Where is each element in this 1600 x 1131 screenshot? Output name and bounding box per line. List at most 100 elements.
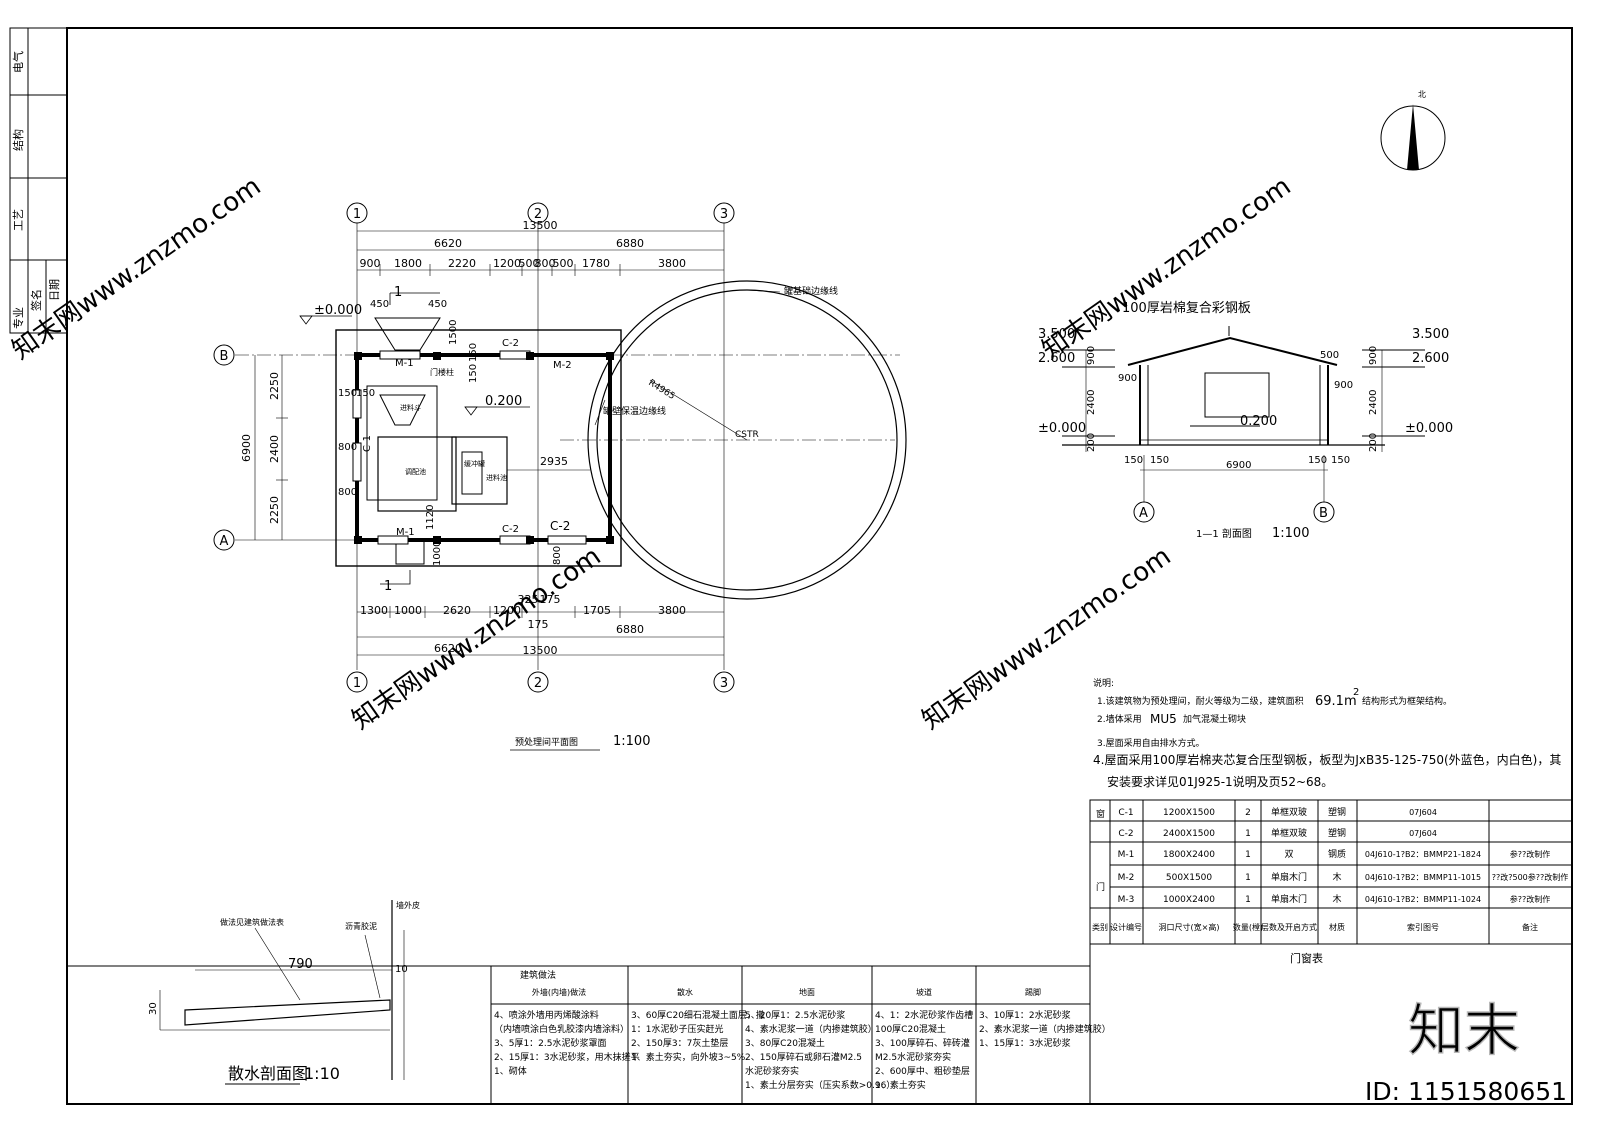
door-window-table-cell: 04J610-1?B2：BMMP11-1015 [1365,873,1481,882]
pit-label: 调配池 [405,467,426,476]
door-window-table-cell: C-2 [1118,829,1133,839]
dim-top-total: 13500 [523,219,558,232]
door-window-table-cell: 1 [1245,850,1251,860]
dim-bottom-detail: 1705 [583,604,611,617]
finish-table-line: 1、素土分层夯实（压实系数>0.96） [745,1079,895,1091]
openings [352,350,587,545]
window-c1: C-1 [362,435,373,452]
dim-left-seg-2: 2400 [268,435,281,463]
door-window-table-header: 材质 [1329,922,1345,932]
door-window-table-cell: 1000X2400 [1163,895,1215,905]
section-level-left-top: 3.500 [1038,327,1075,342]
section-scale: 1:100 [1272,526,1309,541]
door-window-table-cell: M-3 [1118,895,1135,905]
table-group-door: 门 [1096,881,1105,893]
door-window-table-header: 洞口尺寸(宽×高) [1159,922,1220,932]
window-c2-bottom-1: C-2 [502,524,519,535]
dim-bottom-offset-a: 325 [518,593,539,606]
note-3: 3.屋面采用自由排水方式。 [1097,737,1205,749]
finish-table-line: 水泥砂浆夯实 [745,1065,799,1077]
section-roof-label: 100厚岩棉复合彩钢板 [1122,301,1251,316]
door-m1-top: M-1 [395,358,414,369]
finish-table-header: 坡道 [916,987,932,997]
door-m1-bottom: M-1 [396,527,415,538]
finish-table-line: 1、素土夯实，向外坡3~5% [631,1051,746,1063]
title-block-structure: 结构 [11,129,25,151]
apron-section: 做法见建筑做法表 沥青胶泥 墙外皮 790 10 30 散水剖面图 1:10 [148,900,420,1085]
watermark-id: ID: 1151580651 [1365,1077,1567,1106]
dim-top-detail: 1780 [582,257,610,270]
door-window-table-cell: 塑钢 [1328,806,1346,818]
finish-table-header: 外墙(内墙)做法 [532,987,586,997]
dim-top-detail: 1800 [394,257,422,270]
door-window-table-header: 层数及开启方式 [1261,922,1317,932]
section-dim-right: 2400 [1368,390,1379,415]
section-base-dim: 6900 [1226,460,1251,471]
title-block-signature: 签名 [29,289,43,311]
door-window-table-cell: 1200X1500 [1163,808,1215,818]
north-arrow: 北 [1380,90,1446,171]
door-window-table-cell: 双 [1284,849,1293,860]
section-dim-right: 900 [1368,346,1379,365]
title-block-process: 工艺 [12,209,25,231]
finish-table-line: 2、150厚3：7灰土垫层 [631,1037,728,1049]
section-axis-a: A [1139,506,1148,521]
plan-caption: 预处理间平面图 [515,736,578,748]
dim-bottom-offset-c: 175 [528,618,549,631]
axis-label-bottom-3: 3 [720,676,728,691]
finish-table-line: M2.5水泥砂浆夯实 [875,1051,951,1063]
note-1: 1.该建筑物为预处理间，耐火等级为二级，建筑面积 [1097,695,1304,707]
door-window-table-cell: ??改?500参??改制作 [1492,872,1569,882]
axis-label-top-2: 2 [534,207,542,222]
dim-bottom-detail: 1300 [360,604,388,617]
title-block [9,27,68,334]
note-2-material: MU5 [1150,712,1177,726]
section-base-dim: 150 [1308,455,1327,466]
door-window-table-cell: 钢质 [1328,848,1346,860]
section-base-dim: 150 [1150,455,1169,466]
apron-label-method: 做法见建筑做法表 [220,917,284,927]
design-notes: 说明: 1.该建筑物为预处理间，耐火等级为二级，建筑面积 69.1m 2 结构形… [1093,677,1561,789]
finish-table-line: 1：1水泥砂子压实赶光 [631,1023,723,1035]
dim-bottom-detail: 1000 [394,604,422,617]
finish-table-line: 2、600厚中、粗砂垫层 [875,1065,970,1077]
section-mark-bottom: 1 [384,579,392,594]
small-dim: 800 [552,546,563,565]
dim-bottom-segment-b: 6880 [616,623,644,636]
finish-table-line: 3、60厚C20细石混凝土面层，撒 [631,1009,765,1021]
cstr-label: CSTR [735,430,759,440]
dim-bottom-detail: 1200 [493,604,521,617]
dim-left-total: 6900 [240,434,253,462]
watermark-brand: 知末 [1408,999,1520,1064]
door-m2: M-2 [553,360,572,371]
section-dim-left: 2400 [1086,390,1097,415]
section-1-1: 100厚岩棉复合彩钢板 3.500 2.600 ±0.000 3.500 2.6… [1038,301,1453,541]
dim-top-detail: 2220 [448,257,476,270]
section-floor-level: 0.200 [1240,414,1277,429]
small-dim: 800 [338,487,357,498]
finish-table-line: 2、150厚碎石或卵石灌M2.5 [745,1051,862,1063]
apron-dim-30: 30 [148,1002,159,1015]
small-dim: 150 [468,343,479,362]
door-window-table-cell: 单框双玻 [1271,827,1307,839]
apron-caption: 散水剖面图 [228,1064,308,1083]
finish-table-line: 1、砌体 [494,1065,527,1077]
level-outside: ±0.000 [314,303,362,318]
dim-left-seg-1: 2250 [268,372,281,400]
axis-bubbles-bottom: 1 2 3 [346,671,735,693]
dim-top-segment-a: 6620 [434,237,462,250]
door-window-table-header: 设计编号 [1110,922,1142,932]
small-dim: 1000 [432,541,443,566]
door-window-table-cell: 塑钢 [1328,827,1346,839]
finish-table-line: 2、素水泥浆一道（内掺建筑胶） [979,1023,1111,1035]
tank-a-label: 缓冲罐 [464,459,485,468]
section-window-dim: 900 [1334,380,1353,391]
door-window-table-cell: 1 [1245,873,1251,883]
table-group-window: 窗 [1096,808,1105,820]
door-window-table-cell: 1800X2400 [1163,850,1215,860]
section-level-right-base: ±0.000 [1405,421,1453,436]
small-dim: 450 [370,299,389,310]
window-c2-top: C-2 [502,338,519,349]
section-base-dim: 150 [1331,455,1350,466]
